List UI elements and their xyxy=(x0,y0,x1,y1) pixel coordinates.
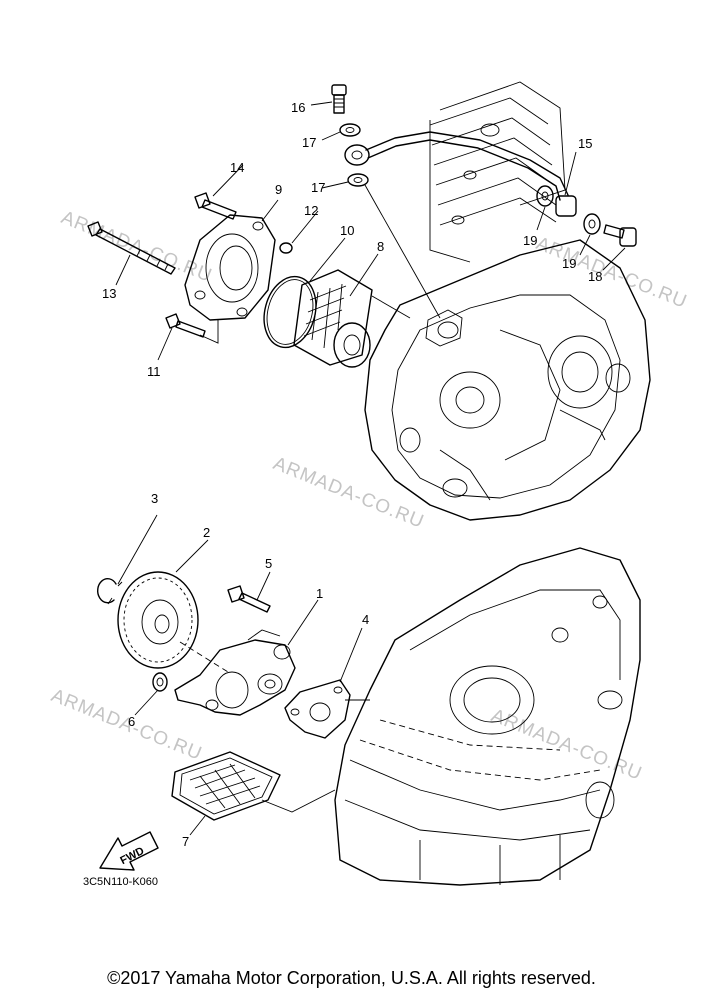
oil-filter-element-8 xyxy=(293,269,373,368)
bolt-11 xyxy=(165,313,206,338)
collar-6 xyxy=(152,672,168,692)
washer-19-left xyxy=(536,185,554,207)
callout-10: 10 xyxy=(340,223,354,238)
callout-19-left: 19 xyxy=(523,233,537,248)
lower-engine-case xyxy=(334,547,641,886)
oil-strainer-7 xyxy=(171,751,281,821)
o-ring-10 xyxy=(263,275,317,349)
callout-numbers: 1 2 3 4 5 6 7 8 9 10 11 12 13 14 15 16 1… xyxy=(102,100,602,849)
callout-12: 12 xyxy=(304,203,318,218)
gasket-4 xyxy=(284,679,351,739)
watermark-3: ARMADA-CO.RU xyxy=(270,453,427,533)
o-ring-12 xyxy=(279,242,293,254)
watermark-5: ARMADA-CO.RU xyxy=(488,705,645,785)
callout-2: 2 xyxy=(203,525,210,540)
union-bolt-16 xyxy=(331,84,347,114)
callout-16: 16 xyxy=(291,100,305,115)
washer-17-lower xyxy=(347,173,369,187)
fwd-label: FWD xyxy=(118,845,146,867)
fwd-arrow-icon: FWD xyxy=(99,831,159,871)
callout-5: 5 xyxy=(265,556,272,571)
callout-13: 13 xyxy=(102,286,116,301)
washer-17-upper xyxy=(339,123,361,137)
callout-14: 14 xyxy=(230,160,244,175)
callout-7: 7 xyxy=(182,834,189,849)
callout-3: 3 xyxy=(151,491,158,506)
callout-18: 18 xyxy=(588,269,602,284)
watermarks: ARMADA-CO.RU ARMADA-CO.RU ARMADA-CO.RU A… xyxy=(48,207,690,785)
long-bolt-13 xyxy=(87,221,176,275)
circlip-3 xyxy=(97,577,117,604)
callout-4: 4 xyxy=(362,612,369,627)
oil-filter-cover-9 xyxy=(184,214,276,321)
washer-19-right xyxy=(583,213,601,235)
callout-19-right: 19 xyxy=(562,256,576,271)
callout-6: 6 xyxy=(128,714,135,729)
copyright-notice: ©2017 Yamaha Motor Corporation, U.S.A. A… xyxy=(107,968,596,988)
oil-pump-gear-2 xyxy=(117,571,199,669)
callout-15: 15 xyxy=(578,136,592,151)
bolt-5 xyxy=(227,585,271,613)
callout-17-lower: 17 xyxy=(311,180,325,195)
oil-delivery-pipe-15 xyxy=(344,131,577,217)
callout-17-upper: 17 xyxy=(302,135,316,150)
callout-8: 8 xyxy=(377,239,384,254)
upper-engine-case xyxy=(364,81,651,521)
callout-9: 9 xyxy=(275,182,282,197)
callout-1: 1 xyxy=(316,586,323,601)
bolt-14 xyxy=(194,192,237,220)
diagram-code: 3C5N110-K060 xyxy=(83,876,158,888)
union-bolt-18 xyxy=(603,224,637,247)
watermark-1: ARMADA-CO.RU xyxy=(58,207,215,287)
oil-pump-assembly-1 xyxy=(174,629,296,716)
leader-lines xyxy=(115,101,626,836)
watermark-4: ARMADA-CO.RU xyxy=(48,685,205,765)
callout-11: 11 xyxy=(147,364,161,379)
